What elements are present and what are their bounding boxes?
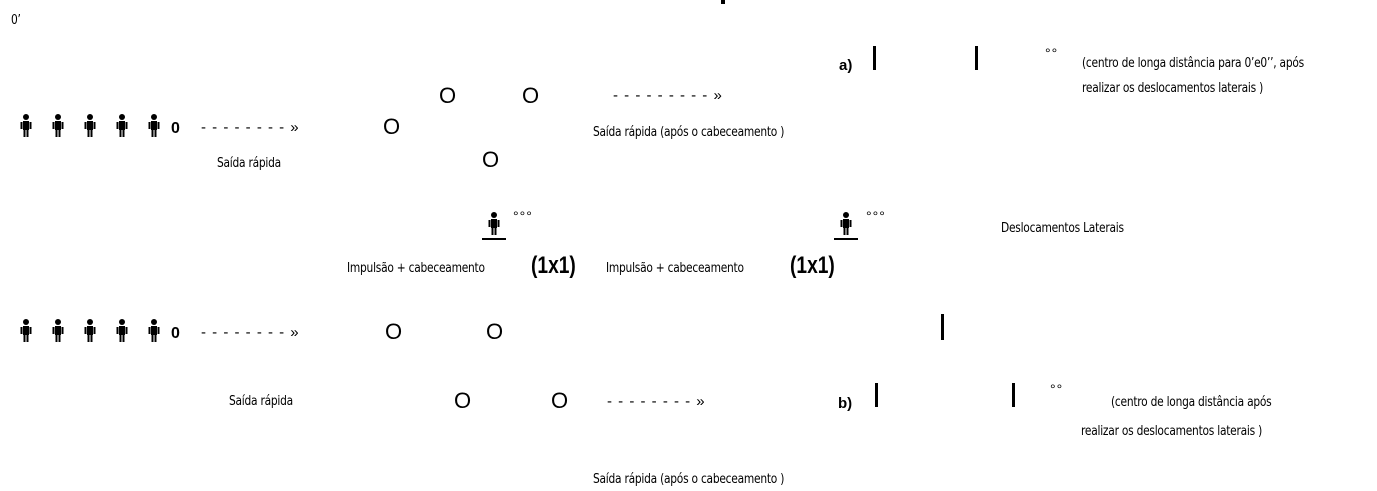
player-icon: [116, 114, 128, 138]
cone-circle: O: [439, 83, 457, 108]
ball-dots: °°°: [866, 208, 886, 224]
cone-circle: O: [454, 388, 472, 413]
top-edge-mark: [721, 0, 725, 4]
player-icon: [20, 114, 32, 138]
dashed-arrow: - - - - - - - - »: [201, 119, 300, 136]
dashed-arrow: - - - - - - - - - »: [613, 87, 723, 104]
player-icon: [148, 114, 160, 138]
section-b-note-line2: realizar os deslocamentos laterais ): [1081, 424, 1262, 439]
player-icon: [52, 114, 64, 138]
player-icon: [84, 114, 96, 138]
player-icon: [148, 319, 160, 343]
run-label: Saída rápida (após o cabeceamento ): [593, 125, 785, 140]
impulse-label: Impulsão + cabeceamento: [606, 261, 744, 276]
ball-dots: °°: [1045, 45, 1059, 61]
goal-post: [975, 46, 978, 70]
section-b-letter: b): [838, 395, 853, 412]
goal-post: [873, 46, 876, 70]
one-by-one-label: (1x1): [531, 252, 576, 279]
cone-circle: O: [486, 319, 504, 344]
ground-line: [482, 238, 506, 240]
dashed-arrow: - - - - - - - - »: [607, 393, 706, 410]
section-a-note-line1: (centro de longa distância para 0’e0’’, …: [1082, 56, 1304, 71]
section-a-note-line2: realizar os deslocamentos laterais ): [1082, 81, 1263, 96]
player-icon: [52, 319, 64, 343]
player-icon: [116, 319, 128, 343]
goal-post: [875, 383, 878, 407]
corner-mark: 0’: [11, 13, 21, 28]
cone-circle: O: [385, 319, 403, 344]
ball-marker: 0: [171, 325, 180, 342]
cone-circle: O: [551, 388, 569, 413]
ground-line: [834, 238, 858, 240]
player-icon: [84, 319, 96, 343]
ball-marker: 0: [171, 120, 180, 137]
player-icon: [840, 212, 852, 236]
player-icon: [20, 319, 32, 343]
dashed-arrow: - - - - - - - - »: [201, 324, 300, 341]
section-a-letter: a): [839, 57, 853, 74]
section-b-note-line1: (centro de longa distância após: [1111, 395, 1272, 410]
one-by-one-label: (1x1): [790, 252, 835, 279]
run-label: Saída rápida: [217, 156, 281, 171]
cone-circle: O: [383, 114, 401, 139]
cone-circle: O: [522, 83, 540, 108]
player-icon: [488, 212, 500, 236]
goal-post: [1012, 383, 1015, 407]
cone-circle: O: [482, 147, 500, 172]
goal-post: [941, 314, 944, 340]
ball-dots: °°°: [513, 208, 533, 224]
lateral-label: Deslocamentos Laterais: [1001, 221, 1124, 236]
run-label: Saída rápida (após o cabeceamento ): [593, 472, 785, 487]
ball-dots: °°: [1050, 381, 1064, 397]
run-label: Saída rápida: [229, 394, 293, 409]
impulse-label: Impulsão + cabeceamento: [347, 261, 485, 276]
